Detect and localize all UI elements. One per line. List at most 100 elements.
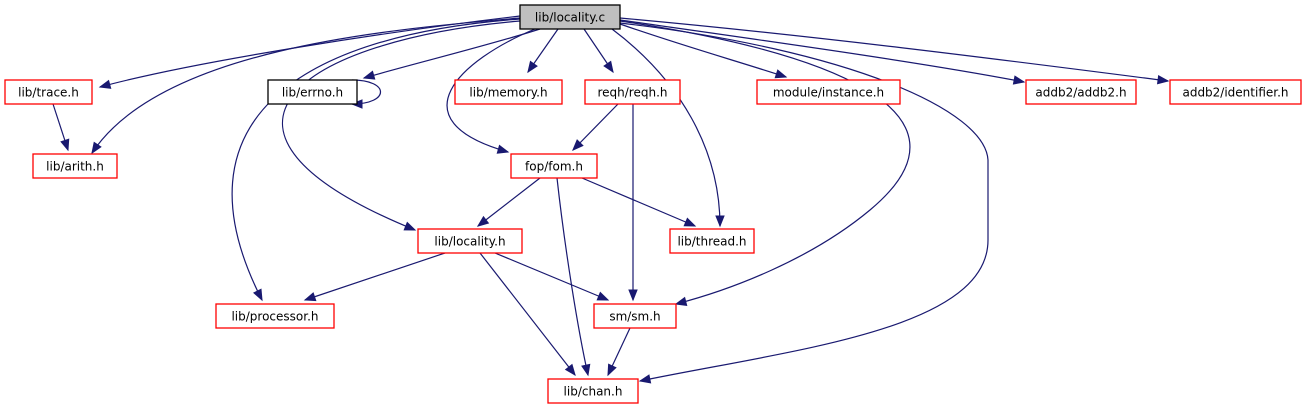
edge-line <box>477 177 541 227</box>
arrowhead-icon <box>674 296 688 306</box>
node-label: lib/chan.h <box>564 385 623 399</box>
edge-line <box>581 177 696 227</box>
edge-root-to-localityh <box>281 20 521 231</box>
arrowhead-icon <box>303 292 317 302</box>
edge-localityh-to-sm <box>494 252 610 301</box>
node-box <box>32 153 118 179</box>
edge-root-to-memory <box>527 28 559 74</box>
node-label: lib/arith.h <box>46 160 104 174</box>
arrowhead-icon <box>607 363 617 377</box>
node-box <box>1025 79 1137 105</box>
node-box <box>215 303 335 329</box>
edge-line <box>281 20 521 231</box>
edge-line <box>611 28 721 227</box>
edge-root-to-fom <box>446 28 536 154</box>
node-lib-locality-h[interactable]: lib/locality.h <box>417 228 523 254</box>
node-box <box>593 303 677 329</box>
arrowhead-icon <box>98 79 112 89</box>
edge-localityh-to-processor <box>303 252 446 302</box>
arrowhead-icon <box>581 363 591 377</box>
node-box <box>1169 79 1302 105</box>
edge-line <box>619 20 911 305</box>
node-label: fop/fom.h <box>525 160 583 174</box>
arrowhead-icon <box>91 141 102 155</box>
arrowhead-icon <box>628 289 638 302</box>
edge-root-to-arith <box>91 17 521 155</box>
node-addb2-addb2-h[interactable]: addb2/addb2.h <box>1025 79 1137 105</box>
node-box <box>519 4 621 30</box>
arrowhead-icon <box>496 144 510 154</box>
arrowhead-icon <box>603 60 614 74</box>
node-lib-chan-h[interactable]: lib/chan.h <box>547 378 639 404</box>
node-sm-sm-h[interactable]: sm/sm.h <box>593 303 677 329</box>
node-label: sm/sm.h <box>609 310 660 324</box>
arrowhead-icon <box>403 221 417 231</box>
edge-sm-to-chan <box>607 327 631 377</box>
edge-root-to-addb2 <box>619 19 1026 85</box>
node-label: lib/thread.h <box>677 235 746 249</box>
arrowhead-icon <box>715 215 725 228</box>
edge-line <box>99 15 521 88</box>
arrowhead-icon <box>253 288 263 302</box>
edge-line <box>304 252 446 301</box>
node-box <box>454 79 563 105</box>
arrowhead-icon <box>362 70 376 80</box>
node-label: lib/locality.c <box>535 11 605 25</box>
node-box <box>267 79 358 105</box>
edge-line <box>572 103 619 151</box>
edge-line <box>363 28 541 79</box>
edge-line <box>479 252 576 376</box>
node-label: addb2/addb2.h <box>1035 86 1126 100</box>
arrowhead-icon <box>476 215 490 227</box>
edge-line <box>494 252 609 301</box>
node-box <box>417 228 523 254</box>
arrowhead-icon <box>572 139 584 151</box>
node-box <box>547 378 639 404</box>
arrowhead-icon <box>564 363 576 377</box>
node-box <box>669 228 755 254</box>
node-label: lib/memory.h <box>469 86 547 100</box>
node-label: lib/processor.h <box>231 310 318 324</box>
arrowhead-icon <box>638 374 652 384</box>
edge-root-to-identifier <box>619 17 1170 85</box>
node-lib-processor-h[interactable]: lib/processor.h <box>215 303 335 329</box>
node-lib-memory-h[interactable]: lib/memory.h <box>454 79 563 105</box>
edge-trace-to-arith <box>52 103 70 152</box>
edge-fom-to-localityh <box>476 177 541 227</box>
edge-root-to-reqh <box>583 28 614 74</box>
node-label: addb2/identifier.h <box>1182 86 1288 100</box>
node-lib-trace-h[interactable]: lib/trace.h <box>4 79 93 105</box>
edge-line <box>91 17 521 154</box>
edge-root-to-sm <box>619 20 911 306</box>
arrowhead-icon <box>1012 75 1026 85</box>
edge-root-to-errno <box>362 28 541 80</box>
nodes-layer: lib/locality.c lib/trace.h lib/arith.h lib/… <box>4 4 1302 404</box>
edge-root-to-thread <box>611 28 725 228</box>
node-lib-locality-c: lib/locality.c <box>519 4 621 30</box>
node-box <box>510 153 598 179</box>
arrowhead-icon <box>60 138 70 152</box>
arrowhead-icon <box>774 69 788 79</box>
node-addb2-identifier-h[interactable]: addb2/identifier.h <box>1169 79 1302 105</box>
node-fop-fom-h[interactable]: fop/fom.h <box>510 153 598 179</box>
arrowhead-icon <box>1156 74 1170 85</box>
edge-fom-to-chan <box>556 177 591 377</box>
node-label: module/instance.h <box>773 86 884 100</box>
node-module-instance-h[interactable]: module/instance.h <box>756 79 901 105</box>
node-lib-errno-h[interactable]: lib/errno.h <box>267 79 358 105</box>
edge-localityh-to-chan <box>479 252 576 377</box>
node-box <box>4 79 93 105</box>
node-box <box>756 79 901 105</box>
arrowhead-icon <box>527 60 538 74</box>
edges-layer <box>52 15 1170 384</box>
edge-line <box>446 28 536 153</box>
edge-reqh-to-sm <box>628 104 638 302</box>
node-label: lib/errno.h <box>282 86 343 100</box>
edge-line <box>556 177 589 376</box>
node-lib-arith-h[interactable]: lib/arith.h <box>32 153 118 179</box>
node-label: lib/trace.h <box>18 86 79 100</box>
node-reqh-reqh-h[interactable]: reqh/reqh.h <box>584 79 681 105</box>
edge-line <box>619 17 1169 82</box>
node-lib-thread-h[interactable]: lib/thread.h <box>669 228 755 254</box>
